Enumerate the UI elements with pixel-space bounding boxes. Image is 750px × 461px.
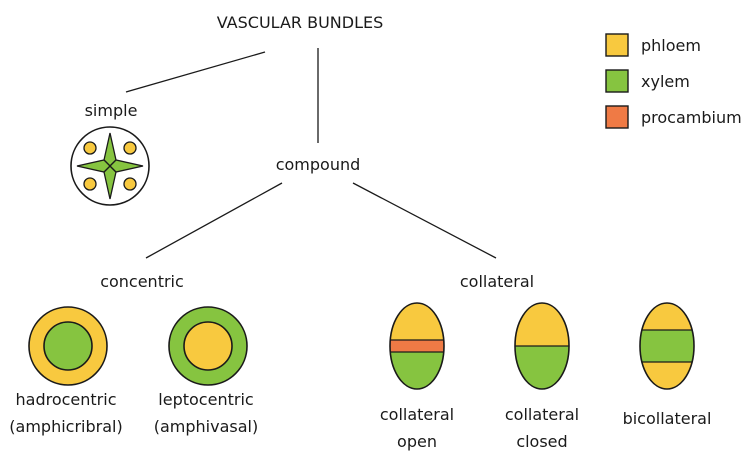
legend-item-phloem: phloem — [606, 34, 701, 56]
simple-bundle-figure — [71, 127, 149, 205]
legend-swatch-phloem — [606, 34, 628, 56]
open-phloem-region — [388, 300, 446, 340]
legend-swatch-procambium — [606, 106, 628, 128]
node-simple: simple — [85, 101, 138, 120]
legend-swatch-xylem — [606, 70, 628, 92]
legend-item-xylem: xylem — [606, 70, 690, 92]
label-hadrocentric-1: hadrocentric — [16, 390, 117, 409]
collateral-open-bundle — [388, 300, 446, 392]
label-hadrocentric-2: (amphicribral) — [9, 417, 122, 436]
hadrocentric-inner-xylem — [44, 322, 92, 370]
label-collateral-open-2: open — [397, 432, 437, 451]
connector-title-simple — [126, 52, 265, 92]
node-collateral: collateral — [460, 272, 534, 291]
bi-outer-phloem-region — [638, 300, 696, 330]
connector-compound-concentric — [146, 183, 282, 258]
label-bicollateral: bicollateral — [623, 409, 712, 428]
label-collateral-closed-2: closed — [516, 432, 567, 451]
closed-xylem-region — [513, 346, 571, 392]
label-leptocentric-2: (amphivasal) — [154, 417, 258, 436]
connector-compound-collateral — [353, 183, 496, 258]
legend-label-phloem: phloem — [641, 36, 701, 55]
label-leptocentric-1: leptocentric — [158, 390, 253, 409]
collateral-closed-bundle — [513, 300, 571, 392]
bi-xylem-region — [638, 330, 696, 362]
leptocentric-inner-phloem — [184, 322, 232, 370]
bicollateral-bundle — [638, 300, 696, 392]
bi-inner-phloem-region — [638, 362, 696, 392]
node-compound: compound — [276, 155, 361, 174]
tree-connectors — [126, 48, 496, 258]
node-concentric: concentric — [100, 272, 184, 291]
diagram-title: VASCULAR BUNDLES — [217, 13, 384, 32]
legend: phloem xylem procambium — [606, 34, 742, 128]
legend-label-procambium: procambium — [641, 108, 742, 127]
open-procambium-band — [388, 340, 446, 352]
label-collateral-open-1: collateral — [380, 405, 454, 424]
legend-label-xylem: xylem — [641, 72, 690, 91]
leptocentric-bundle — [169, 307, 247, 385]
closed-phloem-region — [513, 300, 571, 346]
legend-item-procambium: procambium — [606, 106, 742, 128]
label-collateral-closed-1: collateral — [505, 405, 579, 424]
hadrocentric-bundle — [29, 307, 107, 385]
open-xylem-region — [388, 352, 446, 392]
